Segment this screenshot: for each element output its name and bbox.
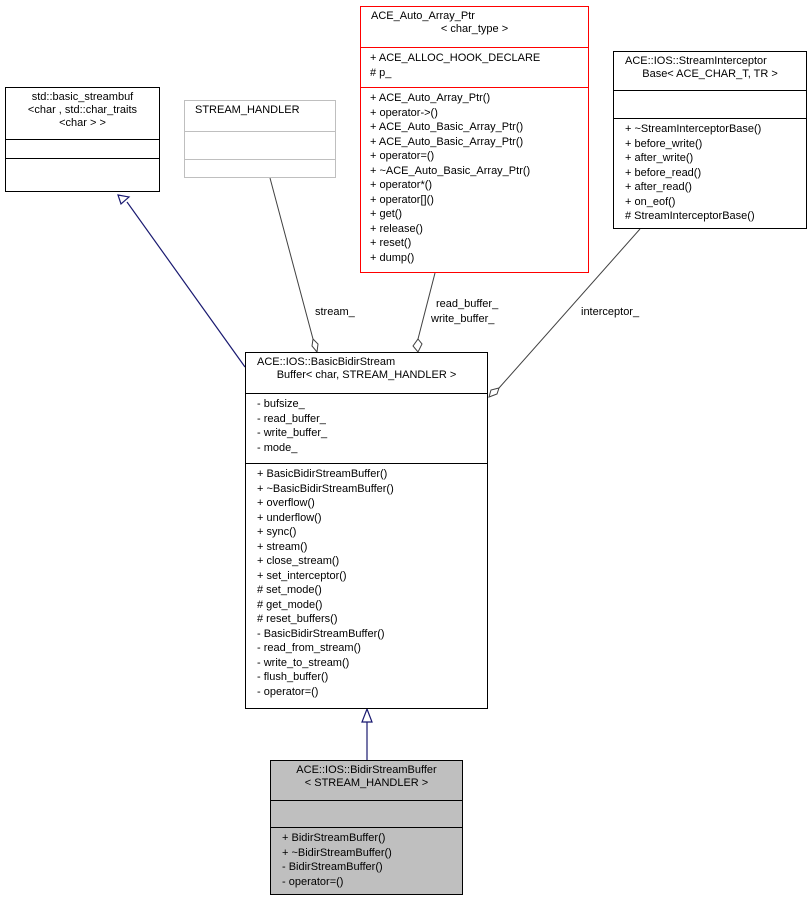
title-line: Buffer< char, STREAM_HANDLER > xyxy=(276,369,457,381)
usage-edge-interceptor xyxy=(498,228,641,389)
class-box-bidir-stream-buffer[interactable]: ACE::IOS::BidirStreamBuffer < STREAM_HAN… xyxy=(270,760,463,895)
method-line: - operator=() xyxy=(257,685,319,698)
method-line: # set_mode() xyxy=(257,584,322,596)
attributes-section xyxy=(614,90,806,118)
attributes-section xyxy=(6,139,159,158)
class-box-stream-interceptor-base[interactable]: ACE::IOS::StreamInterceptor Base< ACE_CH… xyxy=(613,51,807,229)
usage-edge-stream xyxy=(269,177,314,340)
method-line: + operator->() xyxy=(370,106,438,119)
usage-diamond-buffers xyxy=(412,338,423,353)
method-line: + operator[]() xyxy=(370,193,434,206)
title-line: Base< ACE_CHAR_T, TR > xyxy=(642,68,778,80)
attribute-line: - read_buffer_ xyxy=(257,412,326,425)
method-line: + ~StreamInterceptorBase() xyxy=(625,123,762,135)
method-line: + close_stream() xyxy=(257,555,340,567)
method-line: # get_mode() xyxy=(257,598,323,611)
method-line: + stream() xyxy=(257,540,308,553)
edge-label-write-buffer: write_buffer_ xyxy=(431,313,495,325)
method-line: + before_read() xyxy=(625,166,702,179)
methods-section xyxy=(185,159,335,183)
edge-label-interceptor: interceptor_ xyxy=(581,306,640,318)
title-line: STREAM_HANDLER xyxy=(195,104,300,116)
attribute-line: + ACE_ALLOC_HOOK_DECLARE xyxy=(370,52,541,64)
title-line: <char , std::char_traits xyxy=(27,104,138,116)
class-box-auto-array-ptr[interactable]: ACE_Auto_Array_Ptr < char_type > + ACE_A… xyxy=(360,6,589,273)
class-title: ACE::IOS::BidirStreamBuffer < STREAM_HAN… xyxy=(271,761,462,800)
method-line: + underflow() xyxy=(257,511,322,524)
class-box-basic-bidir-stream-buffer[interactable]: ACE::IOS::BasicBidirStream Buffer< char,… xyxy=(245,352,488,709)
method-line: - BidirStreamBuffer() xyxy=(282,861,383,873)
class-box-stream-handler[interactable]: STREAM_HANDLER xyxy=(184,100,336,178)
usage-diamond-interceptor xyxy=(488,387,500,398)
attribute-line: # p_ xyxy=(370,66,392,79)
inheritance-edge-streambuf xyxy=(126,201,246,368)
method-line: + after_write() xyxy=(625,152,694,164)
methods-section: + ~StreamInterceptorBase() + before_writ… xyxy=(614,118,806,227)
method-line: + BasicBidirStreamBuffer() xyxy=(257,468,388,480)
methods-section xyxy=(6,158,159,183)
attribute-line: - bufsize_ xyxy=(257,398,305,410)
methods-section: + BasicBidirStreamBuffer() + ~BasicBidir… xyxy=(246,463,487,702)
inheritance-arrowhead-bidir xyxy=(361,707,373,723)
attributes-section xyxy=(271,800,462,827)
method-line: - BasicBidirStreamBuffer() xyxy=(257,627,385,640)
inheritance-arrowhead-streambuf xyxy=(117,194,131,206)
method-line: + sync() xyxy=(257,526,297,538)
attributes-section xyxy=(185,131,335,159)
class-title: ACE_Auto_Array_Ptr < char_type > xyxy=(361,7,588,47)
method-line: + before_write() xyxy=(625,137,703,150)
title-line: ACE::IOS::BidirStreamBuffer xyxy=(296,764,437,776)
method-line: - read_from_stream() xyxy=(257,642,361,654)
method-line: + overflow() xyxy=(257,497,315,509)
method-line: + after_read() xyxy=(625,181,692,193)
title-line: ACE_Auto_Array_Ptr xyxy=(371,10,475,22)
title-line: std::basic_streambuf xyxy=(31,91,134,103)
usage-diamond-stream xyxy=(311,337,319,354)
method-line: + dump() xyxy=(370,251,415,264)
class-box-basic-streambuf[interactable]: std::basic_streambuf <char , std::char_t… xyxy=(5,87,160,192)
method-line: + operator=() xyxy=(370,150,435,162)
methods-section: + BidirStreamBuffer() + ~BidirStreamBuff… xyxy=(271,827,462,892)
title-line: < STREAM_HANDLER > xyxy=(304,777,429,789)
method-line: + release() xyxy=(370,222,423,235)
title-line: < char_type > xyxy=(440,23,509,35)
method-line: + ACE_Auto_Basic_Array_Ptr() xyxy=(370,121,524,133)
method-line: - flush_buffer() xyxy=(257,671,329,683)
method-line: + operator*() xyxy=(370,179,433,191)
class-title: ACE::IOS::StreamInterceptor Base< ACE_CH… xyxy=(614,52,806,90)
method-line: + on_eof() xyxy=(625,195,676,208)
method-line: + ~BidirStreamBuffer() xyxy=(282,846,392,859)
method-line: + get() xyxy=(370,208,403,220)
edge-label-stream: stream_ xyxy=(315,306,355,318)
class-title: std::basic_streambuf <char , std::char_t… xyxy=(6,88,159,139)
method-line: + reset() xyxy=(370,237,412,249)
method-line: + ACE_Auto_Basic_Array_Ptr() xyxy=(370,135,524,148)
attributes-section: + ACE_ALLOC_HOOK_DECLARE # p_ xyxy=(361,47,588,87)
title-line: <char > > xyxy=(59,117,106,129)
class-title: ACE::IOS::BasicBidirStream Buffer< char,… xyxy=(246,353,487,393)
method-line: - write_to_stream() xyxy=(257,656,350,669)
methods-section: + ACE_Auto_Array_Ptr() + operator->() + … xyxy=(361,87,588,268)
method-line: + ACE_Auto_Array_Ptr() xyxy=(370,92,491,104)
method-line: # reset_buffers() xyxy=(257,613,338,625)
attributes-section: - bufsize_ - read_buffer_ - write_buffer… xyxy=(246,393,487,463)
attribute-line: - mode_ xyxy=(257,441,298,454)
title-line: ACE::IOS::BasicBidirStream xyxy=(257,356,396,368)
edge-label-read-buffer: read_buffer_ xyxy=(436,298,499,310)
method-line: # StreamInterceptorBase() xyxy=(625,210,755,222)
title-line: ACE::IOS::StreamInterceptor xyxy=(625,55,767,67)
method-line: + BidirStreamBuffer() xyxy=(282,832,386,844)
class-title: STREAM_HANDLER xyxy=(185,101,335,131)
usage-edge-buffers xyxy=(417,272,436,340)
method-line: + ~BasicBidirStreamBuffer() xyxy=(257,482,394,495)
method-line: + set_interceptor() xyxy=(257,569,347,582)
method-line: - operator=() xyxy=(282,875,344,888)
method-line: + ~ACE_Auto_Basic_Array_Ptr() xyxy=(370,164,531,177)
attribute-line: - write_buffer_ xyxy=(257,427,328,439)
